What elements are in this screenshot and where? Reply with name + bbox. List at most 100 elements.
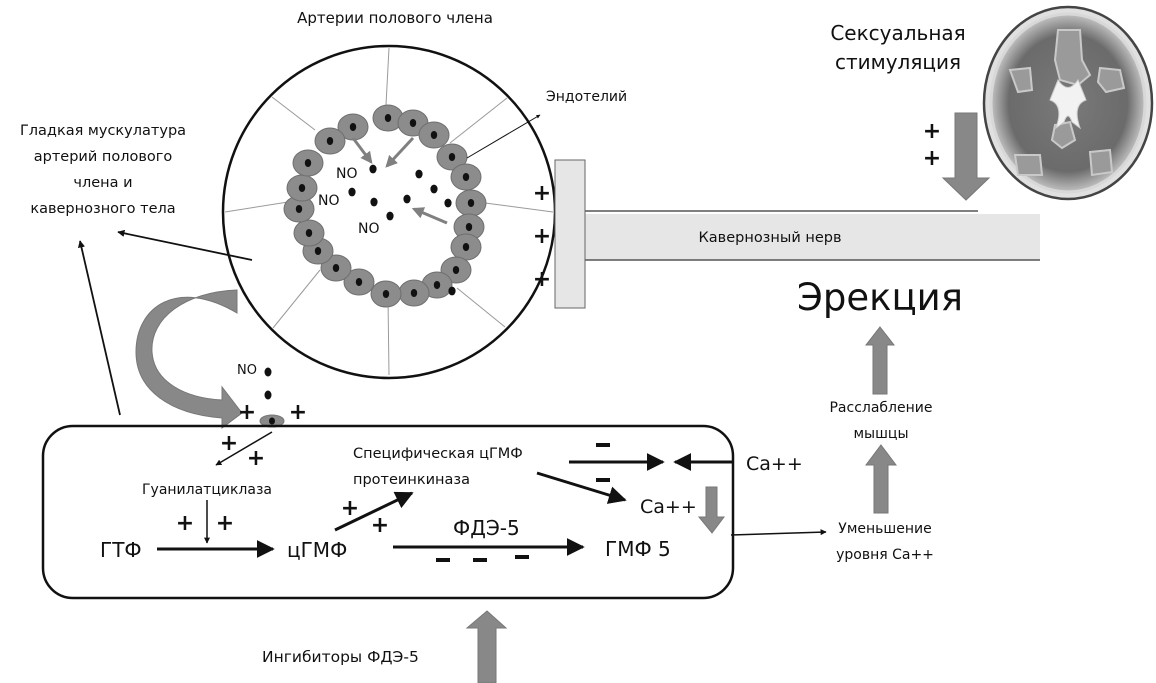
receptor-to-gc-arrow (215, 431, 273, 466)
no-label-3: NO (358, 221, 380, 237)
radial-spoke (224, 201, 289, 213)
cell-nucleus (452, 266, 460, 274)
smooth-muscle-pointer-2 (77, 240, 121, 416)
no-arrow-1 (351, 137, 373, 164)
no-diffusion-arrows (351, 136, 448, 225)
endothelial-cell (372, 104, 404, 132)
cell-nucleus (295, 205, 303, 213)
pkg-label-2: протеинкиназа (353, 472, 470, 488)
nerve-fiber (585, 214, 1040, 260)
no-molecule-dot (386, 211, 394, 221)
endothelium-label: Эндотелий (546, 89, 627, 105)
no-molecule-dot (430, 184, 438, 194)
cell-nucleus (304, 159, 312, 167)
radial-spoke (387, 297, 390, 376)
gmp5-label: ГМФ 5 (605, 537, 671, 561)
ca-to-relaxation-arrow (865, 444, 897, 514)
cell-nucleus (326, 137, 334, 145)
svg-text:члена и: члена и (73, 175, 132, 191)
ca-decrease-label-1: Уменьшение (838, 521, 931, 537)
no-molecule-dot (444, 198, 452, 208)
cell-nucleus (430, 131, 438, 139)
svg-text:артерий полового: артерий полового (34, 149, 173, 165)
cell-nucleus (332, 264, 340, 272)
cell-nucleus (465, 223, 473, 231)
gc-plus-2: + (247, 446, 265, 471)
smooth-muscle-cell-box (41, 424, 735, 600)
cell-nucleus (314, 247, 322, 255)
cell-nucleus (409, 119, 417, 127)
curved-no-release-arrow (135, 289, 243, 429)
sexual-stimulation-label-2: стимуляция (835, 50, 961, 74)
cavernous-nerve-label: Кавернозный нерв (698, 230, 841, 246)
muscle-relaxation-label-2: мышцы (853, 426, 908, 442)
endothelial-cell (314, 127, 346, 155)
stimulation-down-arrow (941, 112, 991, 201)
radial-spoke (272, 269, 321, 329)
pde5-inhibitors-arrow (465, 610, 508, 683)
receptor-plus-2: + (289, 400, 307, 425)
pkg-to-ca-arrow (536, 471, 627, 504)
arteries-title: Артерии полового члена (297, 9, 493, 27)
cell-nucleus (349, 123, 357, 131)
no-arrow-3 (411, 207, 448, 225)
no-molecule-dot (348, 187, 356, 197)
cell-nucleus (305, 229, 313, 237)
ca-outside-label: Ca++ (746, 453, 803, 475)
cavernous-nerve: Кавернозный нерв (554, 159, 1040, 309)
stimulation-plus-1: + (923, 119, 941, 144)
sexual-stimulation-label-1: Сексуальная (830, 21, 965, 45)
pkg-plus-2: + (371, 513, 389, 538)
no-molecules (348, 164, 456, 296)
endothelial-cell (398, 279, 430, 307)
endothelial-cell (292, 149, 324, 177)
cgmp-to-pkg-arrow (334, 491, 414, 532)
radial-spoke (456, 287, 506, 328)
radial-spoke (271, 96, 316, 131)
cgmp-label: цГМФ (287, 538, 347, 562)
smooth-muscle-label: Гладкая мускулатура артерий полового чле… (20, 123, 186, 217)
pde5-label: ФДЭ-5 (453, 516, 520, 540)
cell-nucleus (298, 184, 306, 192)
nerve-plus-2: + (533, 224, 551, 249)
nerve-plus-3: + (533, 267, 551, 292)
muscle-relaxation-label-1: Расслабление (829, 400, 932, 416)
guanylate-cyclase-label: Гуанилатциклаза (142, 482, 272, 498)
cell-nucleus (462, 173, 470, 181)
stimulation-plus-2: + (923, 146, 941, 171)
endothelial-cell (343, 268, 375, 296)
pde5-minus-1 (436, 558, 450, 562)
no-label-2: NO (318, 193, 340, 209)
endothelial-cell (450, 163, 482, 191)
ca-minus-2 (596, 478, 610, 482)
no-molecule-dot (369, 164, 377, 174)
endothelial-cell (320, 254, 352, 282)
endothelial-cell (293, 219, 325, 247)
endothelial-cell (286, 174, 318, 202)
no-molecule-dot (415, 169, 423, 179)
gtp-label: ГТФ (100, 538, 142, 562)
smooth-muscle-pointer-1 (117, 229, 253, 261)
svg-text:Гладкая мускулатура: Гладкая мускулатура (20, 123, 186, 139)
pde5-minus-2 (473, 558, 487, 562)
cell-nucleus (355, 278, 363, 286)
nerve-terminal (554, 159, 586, 309)
box-to-ca-decrease-arrow (730, 529, 827, 536)
endothelial-cells (283, 104, 487, 308)
cell-nucleus (462, 243, 470, 251)
cell-nucleus (410, 289, 418, 297)
endothelial-cell (450, 233, 482, 261)
ca-minus-1 (596, 443, 610, 447)
pde5-minus-3 (515, 555, 529, 559)
no-arrow-2 (385, 136, 415, 168)
cell-nucleus (467, 199, 475, 207)
radial-spokes (224, 47, 554, 376)
pde5-inhibitors-label: Ингибиторы ФДЭ-5 (262, 648, 419, 666)
receptor-plus-1: + (238, 400, 256, 425)
ca-decrease-label-2: уровня Ca++ (836, 547, 934, 563)
cell-nucleus (433, 281, 441, 289)
radial-spoke (385, 47, 390, 106)
no-molecule-dot (403, 194, 411, 204)
endothelium-pointer (466, 114, 541, 159)
no-dot-ext-1 (264, 367, 272, 377)
